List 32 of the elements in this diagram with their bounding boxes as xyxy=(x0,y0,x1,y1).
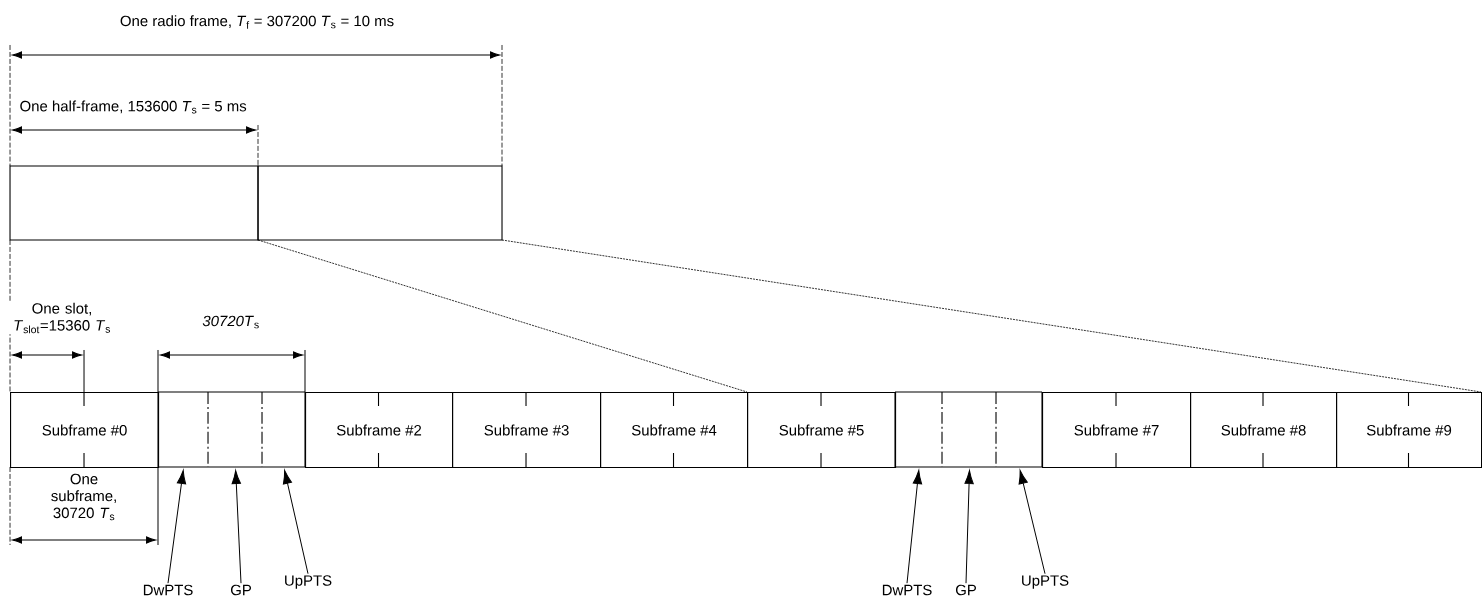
field-part xyxy=(157,391,209,468)
field-part xyxy=(261,391,306,468)
field-label: UpPTS xyxy=(1022,575,1069,589)
leader-arrow xyxy=(906,470,923,584)
dimension-label: One half-frame, 153600 T$_{s}$ = 5 ms xyxy=(18,99,248,115)
field-label: UpPTS xyxy=(285,575,332,589)
subframe-box: Subframe #8 xyxy=(1190,392,1338,469)
dimension-label: One slot, T$_{slot}$=15360 T$_{s}$ xyxy=(2,301,122,335)
field-label: DwPTS xyxy=(143,584,193,596)
subframe-box: Subframe #9 xyxy=(1336,392,1482,469)
field-part xyxy=(894,391,943,468)
subframe-box: Subframe #0 xyxy=(10,392,160,469)
half-frame-box xyxy=(9,165,259,241)
dimension-label: One subframe, 30720 T$_{s}$ xyxy=(40,472,128,522)
field-label: GP xyxy=(230,584,251,596)
field-part xyxy=(995,391,1043,468)
half-frame-box xyxy=(257,165,503,241)
subframe-box: Subframe #5 xyxy=(747,392,897,469)
dimension-label: 30720T$_{s}$ xyxy=(201,314,261,330)
leader-arrow xyxy=(282,469,309,575)
subframe-box: Subframe #2 xyxy=(305,392,454,469)
field-part xyxy=(207,391,263,468)
leader-arrow xyxy=(964,470,974,584)
field-part xyxy=(941,391,997,468)
dimension-label: One radio frame, T$_{f}$ = 307200 T$_{s}$ = 10 ms xyxy=(118,14,396,30)
leader-arrow xyxy=(1018,469,1046,575)
subframe-box: Subframe #7 xyxy=(1042,392,1192,469)
subframe-box: Subframe #3 xyxy=(452,392,602,469)
subframe-box: Subframe #4 xyxy=(600,392,749,469)
field-label: DwPTS xyxy=(882,584,932,596)
field-label: GP xyxy=(955,584,976,596)
leader-arrow xyxy=(167,470,187,584)
